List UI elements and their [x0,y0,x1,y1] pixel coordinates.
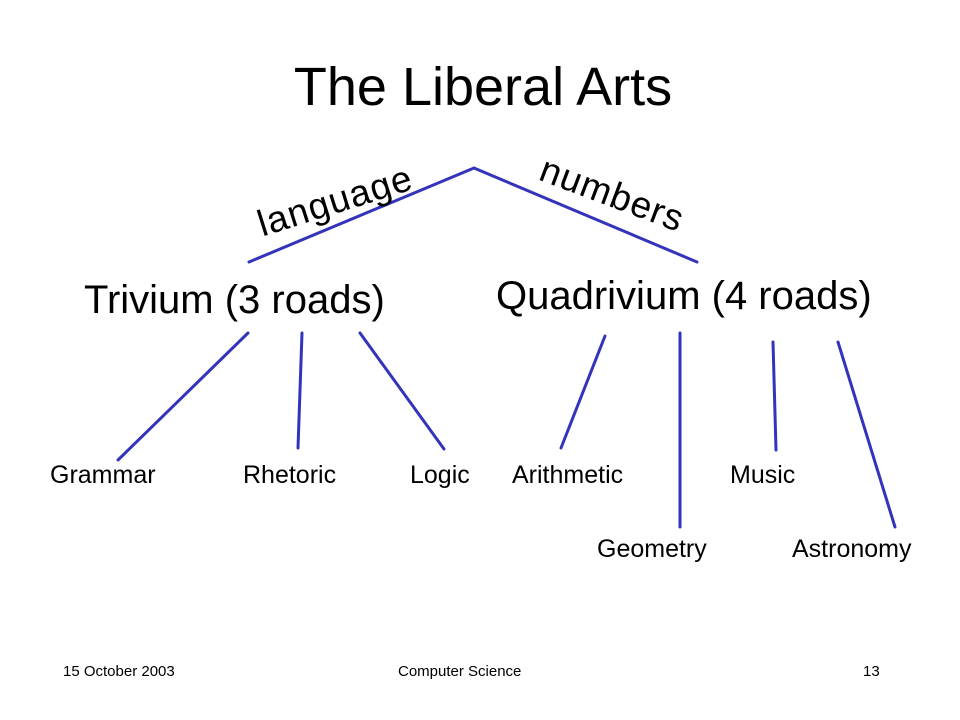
edge-trivium-grammar [116,331,250,462]
edge-root-quadrivium [472,166,699,264]
footer-page-number: 13 [863,663,880,680]
slide-title: The Liberal Arts [293,57,673,117]
language-label: language [252,157,417,244]
rhetoric-node: Rhetoric [243,461,337,489]
language-label-text: language [252,157,416,244]
arithmetic-node: Arithmetic [512,461,624,489]
footer-date: 15 October 2003 [63,663,175,680]
music-node: Music [730,461,796,489]
trivium-node: Trivium (3 roads) [84,278,385,322]
edge-quadrivium-astronomy [836,340,897,529]
quadrivium-node: Quadrivium (4 roads) [496,274,872,318]
edge-quadrivium-arithmetic [559,334,607,450]
edge-trivium-rhetoric [296,331,304,450]
footer-course-title: Computer Science [398,663,522,680]
grammar-node: Grammar [50,461,156,489]
edge-trivium-logic [358,331,446,451]
astronomy-node: Astronomy [792,535,912,563]
geometry-node: Geometry [597,535,707,563]
edge-root-trivium [247,166,476,264]
edge-quadrivium-music [771,340,778,452]
logic-node: Logic [410,461,470,489]
